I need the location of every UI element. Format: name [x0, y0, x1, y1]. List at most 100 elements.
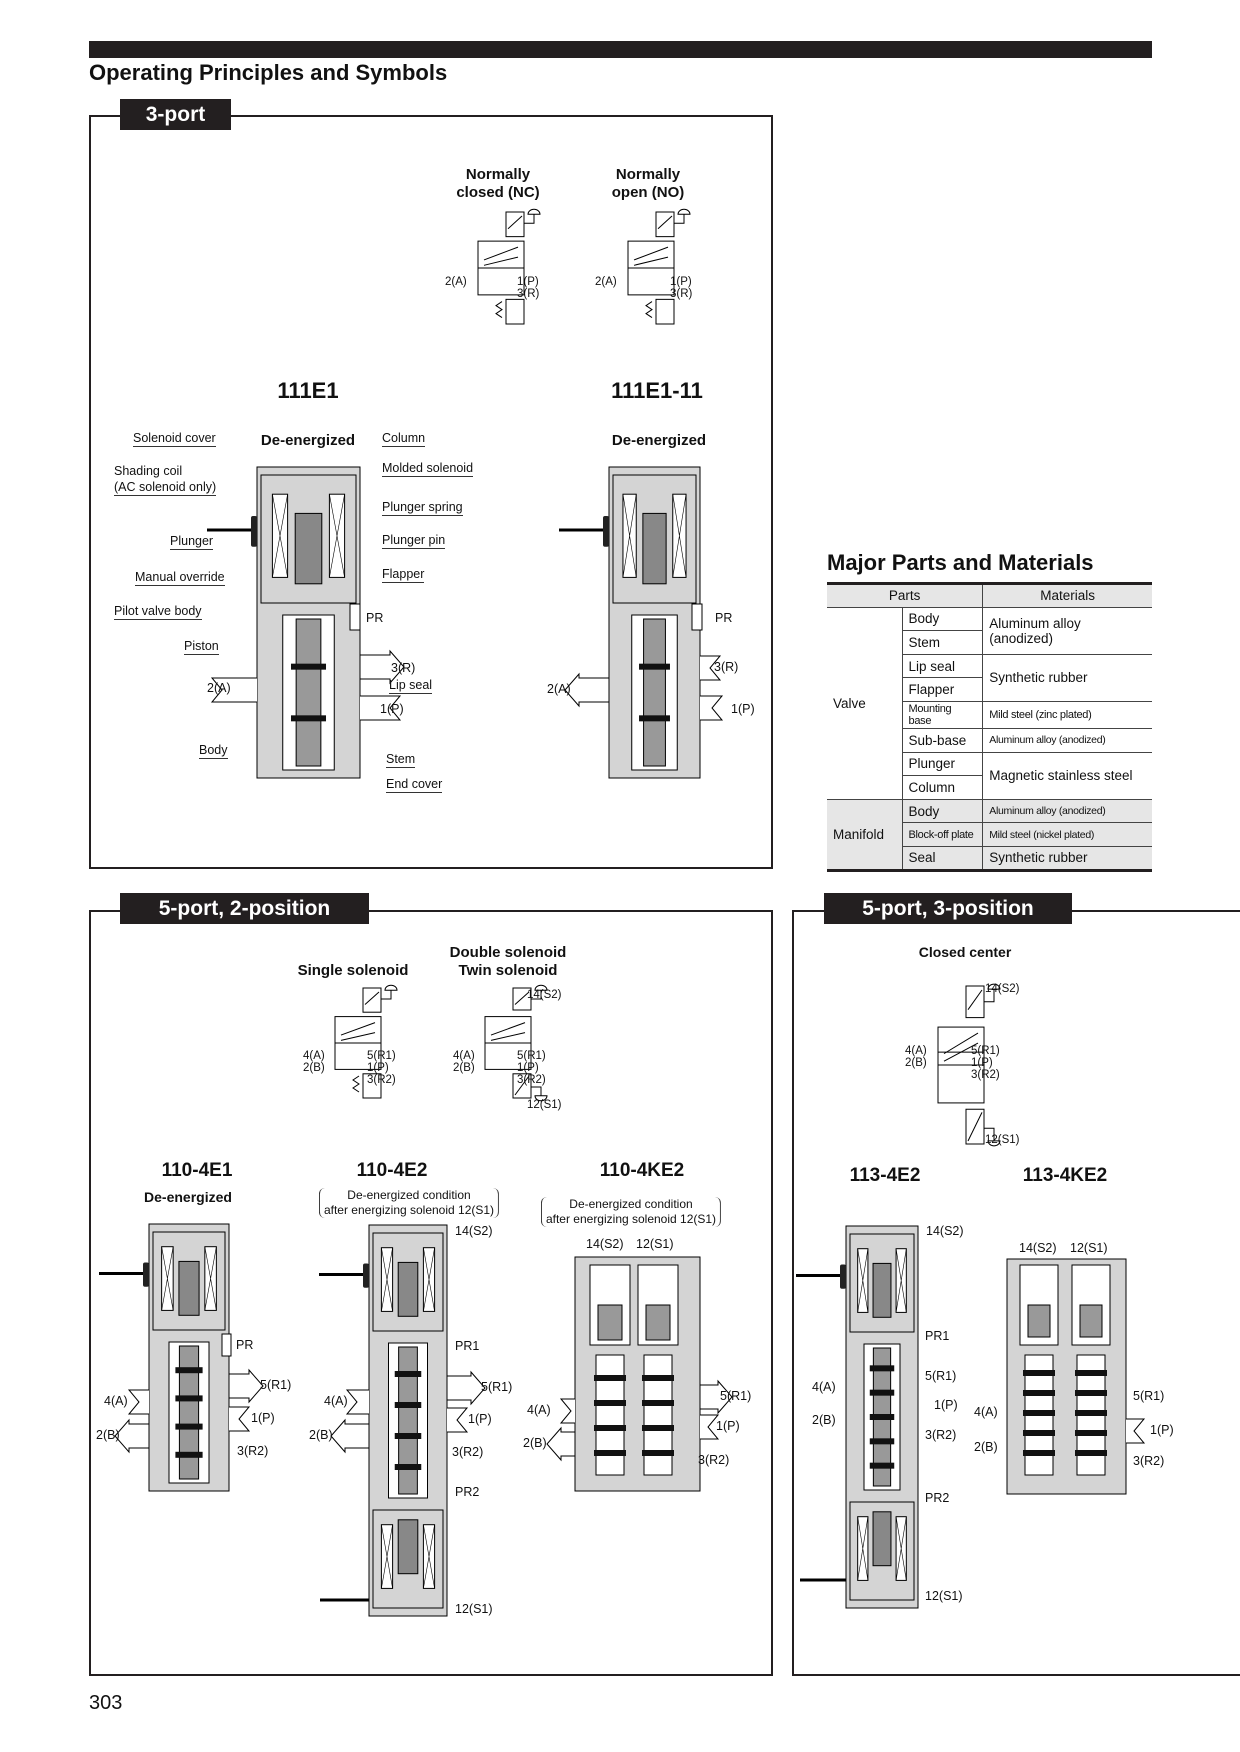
manual-override-symbol [527, 208, 541, 215]
seal [869, 1462, 895, 1469]
part-cell: Mounting base [902, 700, 984, 729]
material-cell: Aluminum alloy (anodized) [982, 606, 1152, 655]
port-pr: PR [715, 611, 733, 625]
port-s2: 14(S2) [1019, 1241, 1057, 1255]
state-label: De-energized [611, 432, 707, 449]
seal [394, 1371, 422, 1377]
solenoid-symbol [967, 1112, 983, 1142]
no-port-p: 1(P) [670, 276, 692, 288]
port-p-inlet [360, 695, 402, 721]
manual-override-symbol [987, 983, 1001, 990]
port-s1: 12(S1) [1070, 1241, 1108, 1255]
port-a: 4(A) [324, 1394, 348, 1408]
sym-port-a: 4(A) [303, 1050, 325, 1062]
manual-override-symbol [384, 984, 398, 991]
callout-lip-seal: Lip seal [389, 678, 433, 694]
connector [363, 1263, 369, 1288]
spring-symbol [495, 301, 503, 319]
seal [642, 1375, 674, 1381]
three-port-tab: 3-port [120, 99, 231, 130]
port-a: 4(A) [527, 1403, 551, 1417]
seal [1023, 1370, 1055, 1376]
port-r1: 5(R1) [720, 1389, 752, 1403]
sym-port-s1: 12(S1) [985, 1134, 1020, 1146]
solenoid-symbol [655, 211, 675, 238]
model-110-4e1: 110-4E1 [161, 1160, 233, 1181]
seal [869, 1365, 895, 1372]
seal [869, 1389, 895, 1396]
flow-path [483, 246, 519, 261]
seal [594, 1400, 626, 1406]
sym-port-b: 2(B) [905, 1057, 927, 1069]
solenoid-symbol [362, 987, 382, 1013]
manual-override-symbol [524, 214, 535, 224]
port-p: 1(P) [934, 1398, 958, 1412]
seal [1075, 1430, 1107, 1436]
solenoid-symbol [514, 991, 530, 1005]
spring-symbol [362, 1073, 382, 1099]
plunger [872, 1262, 892, 1318]
seal [869, 1414, 895, 1420]
part-cell: Seal [902, 845, 984, 871]
spool-bore [643, 1354, 673, 1476]
seal [394, 1402, 422, 1408]
port-p-inlet [700, 695, 724, 721]
seal [594, 1425, 626, 1431]
seal [175, 1395, 203, 1402]
sym-port-a: 4(A) [453, 1050, 475, 1062]
plunger [294, 512, 323, 585]
seal [1023, 1410, 1055, 1416]
part-cell: Block-off plate [902, 822, 984, 847]
port-a [559, 1398, 575, 1424]
seal [394, 1433, 422, 1439]
port-p: 1(P) [1150, 1423, 1174, 1437]
plunger [397, 1261, 419, 1317]
plunger [397, 1519, 419, 1575]
port-b-arrow [330, 1418, 370, 1454]
port-b: 2(B) [309, 1428, 333, 1442]
spring-symbol [505, 298, 525, 325]
seal [1023, 1390, 1055, 1396]
spool [398, 1346, 418, 1495]
seal [594, 1375, 626, 1381]
connector [603, 516, 609, 547]
callout-column: Column [382, 431, 426, 447]
callout-shading-coil: Shading coil [114, 464, 183, 478]
pr-port [349, 603, 361, 631]
coil-winding [381, 1247, 393, 1312]
manual-override-symbol [534, 1095, 548, 1102]
port-p-inlet [447, 1407, 469, 1433]
header-materials: Materials [982, 583, 1152, 608]
sym-port-b: 2(B) [453, 1062, 475, 1074]
material-cell: Synthetic rubber [982, 653, 1152, 702]
materials-title: Major Parts and Materials [827, 550, 1094, 575]
seal [175, 1423, 203, 1430]
port-r [700, 655, 722, 681]
callout-ac-only: (AC solenoid only) [114, 480, 217, 496]
port-p-inlet [700, 1414, 720, 1440]
port-a: 4(A) [812, 1380, 836, 1394]
plunger [642, 512, 667, 585]
coil-winding [329, 494, 345, 578]
coil-winding [672, 494, 687, 578]
port-b-arrow [546, 1426, 576, 1462]
callout-molded-solenoid: Molded solenoid [382, 461, 474, 477]
port-s2: 14(S2) [926, 1224, 964, 1238]
solenoid-symbol [507, 215, 523, 230]
state-label: De-energized [260, 432, 356, 449]
model-111e1-11: 111E1-11 [611, 378, 703, 403]
part-cell: Body [901, 798, 984, 824]
manual-override-symbol [674, 214, 685, 224]
connector [143, 1262, 149, 1287]
seal [1075, 1390, 1107, 1396]
twin-solenoid-title: Twin solenoid [458, 962, 558, 979]
connector [251, 516, 257, 547]
seal [869, 1438, 895, 1445]
sym-port-s1: 12(S1) [527, 1099, 562, 1111]
pr-port [691, 603, 703, 631]
port-r1: 5(R1) [925, 1369, 957, 1383]
flow-path [943, 1042, 979, 1062]
